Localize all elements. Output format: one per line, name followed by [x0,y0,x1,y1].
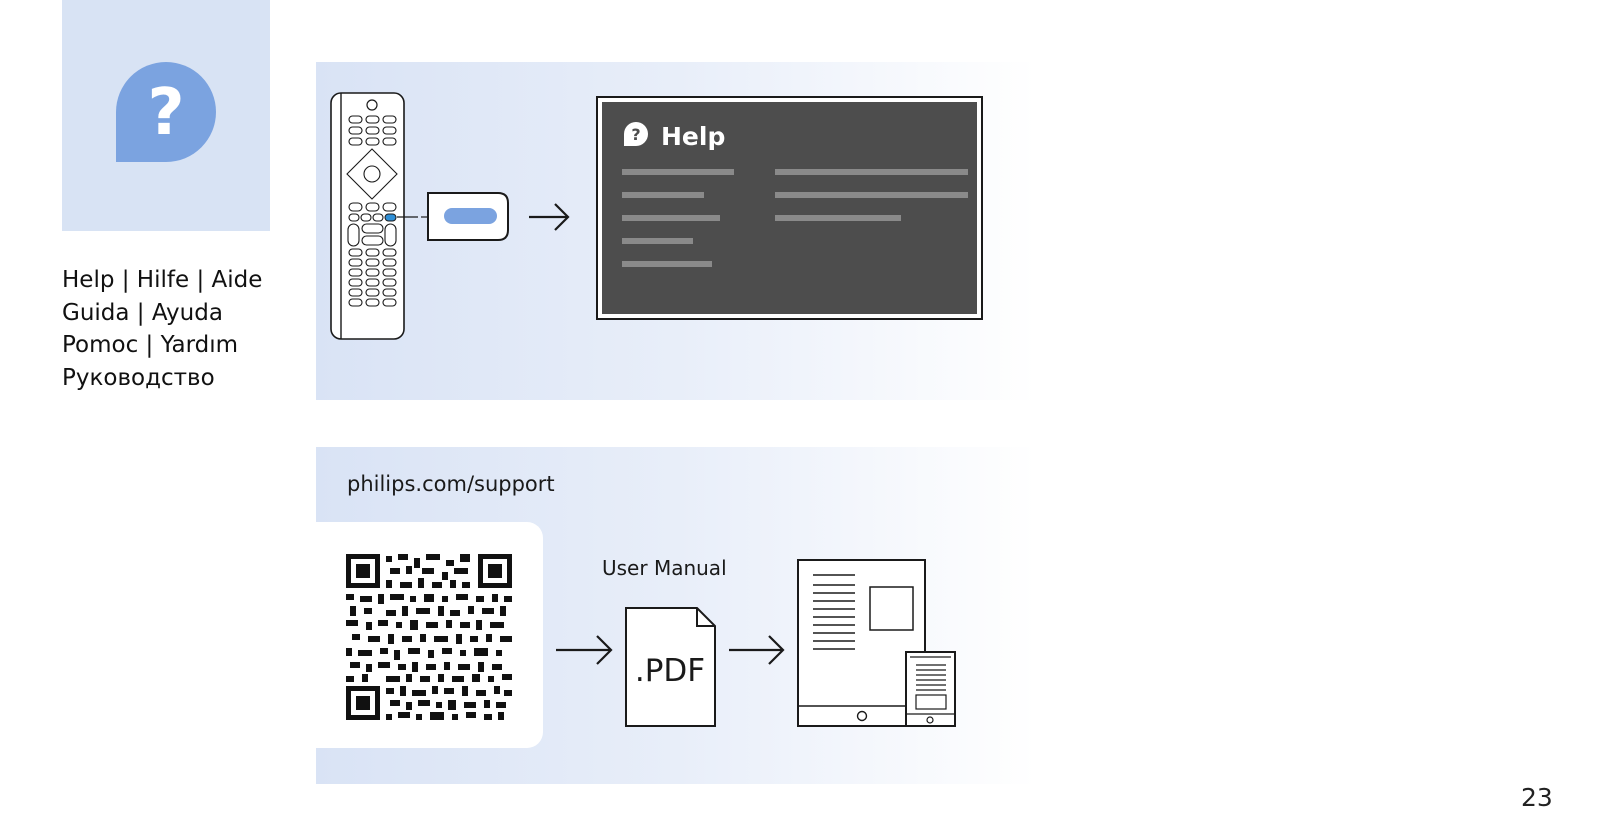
help-language-line: Help | Hilfe | Aide [62,267,263,293]
support-url-label: philips.com/support [347,472,555,496]
page-number: 23 [1521,783,1553,812]
right-arrow-icon [529,203,570,231]
help-language-line: Guida | Ayuda [62,299,223,326]
help-icon-tile: ? [62,0,270,231]
help-language-line: Pomoc | Yardım [62,332,239,358]
help-icon-glyph: ? [147,76,184,150]
tv-help-icon-glyph: ? [631,125,640,144]
help-language-line: Руководство [62,364,215,391]
help-button-zoom-icon [421,192,509,241]
question-bubble-icon: ? [116,62,216,162]
help-language-list: Help | Hilfe | Aide Guida | Ayuda Pomoc … [62,264,262,394]
tv-screen-title: Help [661,122,725,151]
remote-control-icon [330,92,418,340]
tv-screen-icon: ? Help [596,96,983,320]
user-manual-label: User Manual [602,556,727,580]
qr-code-icon [346,554,512,720]
qr-code-card [316,522,543,748]
